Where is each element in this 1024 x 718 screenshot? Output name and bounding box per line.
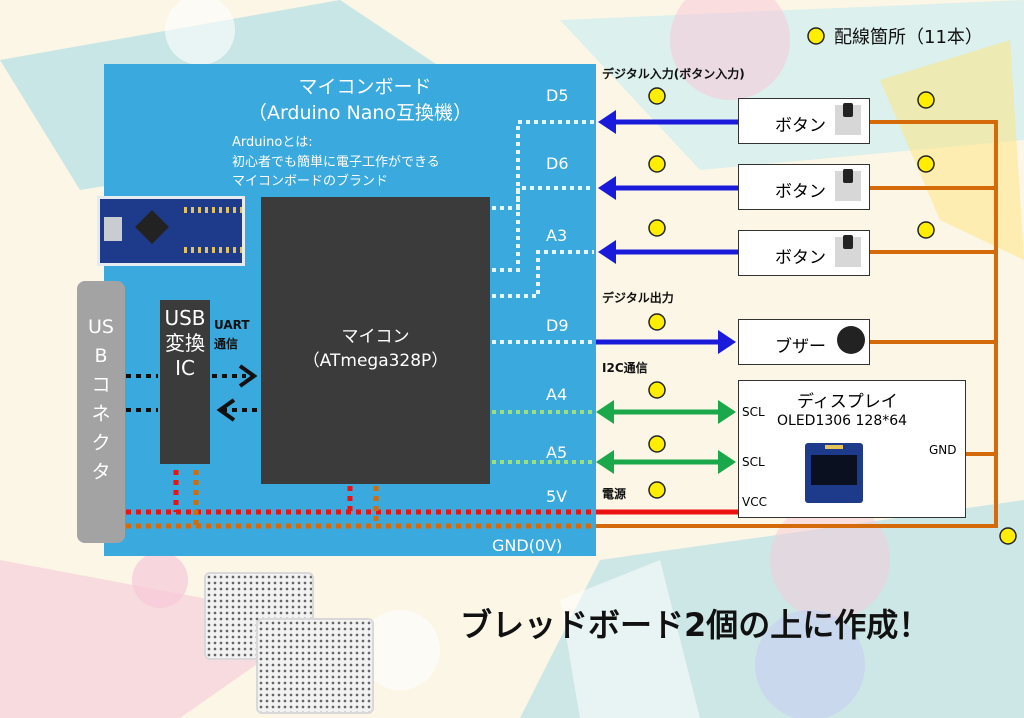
button-label: ボタン bbox=[775, 248, 826, 268]
pin-label-5v: 5V bbox=[546, 487, 568, 506]
usb-serial-ic-label: USB変換IC bbox=[164, 306, 206, 380]
legend-label: 配線箇所（11本） bbox=[834, 27, 983, 48]
display-component: ディスプレイ OLED1306 128*64 SCL SCL VCC GND bbox=[738, 380, 966, 518]
digital-arrows bbox=[596, 119, 738, 345]
buzzer-label: ブザー bbox=[775, 337, 826, 357]
power-label: 電源 bbox=[602, 487, 627, 501]
footer-caption: ブレッドボード2個の上に作成！ bbox=[460, 606, 931, 644]
display-title: ディスプレイ bbox=[797, 392, 898, 412]
pin-label-d6: D6 bbox=[546, 154, 569, 173]
pin-label-a4: A4 bbox=[546, 385, 568, 404]
arduino-nano-photo bbox=[97, 196, 245, 266]
display-model: OLED1306 128*64 bbox=[777, 413, 908, 429]
tact-switch-icon bbox=[835, 103, 861, 135]
uart-lines bbox=[126, 374, 258, 412]
usb-connector-label: USBコネクタ bbox=[88, 316, 114, 483]
uart-arrow-left bbox=[216, 398, 236, 422]
oled-module-icon bbox=[805, 443, 863, 503]
button-component-2: ボタン bbox=[738, 164, 870, 210]
uart-arrow-right bbox=[238, 364, 258, 388]
board-subtitle: （Arduino Nano互換機） bbox=[247, 102, 473, 124]
breadboard-2 bbox=[256, 618, 374, 714]
usb-connector bbox=[77, 281, 125, 543]
mcu-label: マイコン bbox=[341, 327, 410, 347]
buzzer-icon bbox=[837, 326, 865, 354]
display-vcc-pin: VCC bbox=[742, 495, 767, 509]
digital-output-label: デジタル出力 bbox=[602, 291, 674, 305]
board-note-heading: Arduinoとは: bbox=[232, 135, 313, 150]
uart-label-2: 通信 bbox=[214, 337, 239, 351]
i2c-traces bbox=[492, 410, 594, 464]
pin-label-d5: D5 bbox=[546, 86, 569, 105]
pin-label-d9: D9 bbox=[546, 316, 569, 335]
display-scl-pin-2: SCL bbox=[742, 455, 765, 469]
tact-switch-icon bbox=[835, 235, 861, 267]
button-component-1: ボタン bbox=[738, 98, 870, 144]
digital-input-label: デジタル入力(ボタン入力) bbox=[602, 67, 745, 81]
pin-label-a5: A5 bbox=[546, 443, 568, 462]
buzzer-component: ブザー bbox=[738, 319, 870, 365]
pin-label-a3: A3 bbox=[546, 226, 568, 245]
board-note-line3: マイコンボードのブランド bbox=[232, 174, 389, 189]
board-note-line2: 初心者でも簡単に電子工作ができる bbox=[232, 155, 440, 170]
mcu-model: （ATmega328P） bbox=[302, 351, 449, 371]
i2c-arrows bbox=[606, 409, 726, 465]
board-title: マイコンボード bbox=[298, 76, 432, 98]
button-label: ボタン bbox=[775, 116, 826, 136]
button-component-3: ボタン bbox=[738, 230, 870, 276]
usb-serial-ic bbox=[160, 300, 210, 464]
button-label: ボタン bbox=[775, 182, 826, 202]
internal-traces bbox=[492, 120, 594, 344]
pin-label-gnd: GND(0V) bbox=[492, 536, 563, 555]
display-gnd-pin: GND bbox=[929, 443, 957, 457]
power-traces bbox=[126, 470, 594, 529]
i2c-label: I2C通信 bbox=[602, 361, 648, 375]
mcu-chip bbox=[261, 197, 490, 484]
tact-switch-icon bbox=[835, 169, 861, 201]
uart-label: UART bbox=[214, 318, 250, 332]
display-scl-pin: SCL bbox=[742, 405, 765, 419]
gnd-bus bbox=[596, 120, 998, 528]
